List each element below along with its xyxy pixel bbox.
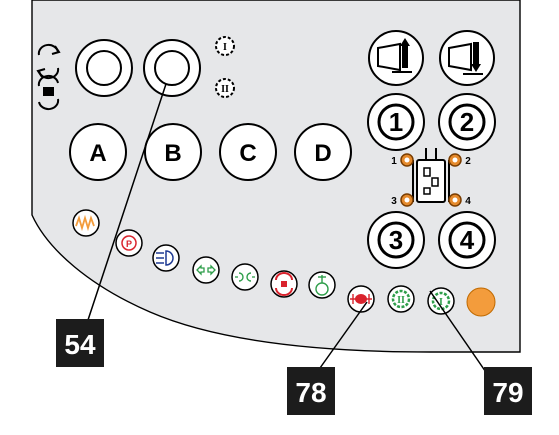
callout-54-label: 54 <box>64 329 96 360</box>
button-1-label: 1 <box>389 107 403 137</box>
button-2-label: 2 <box>460 107 474 137</box>
button-b-label: B <box>164 140 181 167</box>
sensor-2-label: 2 <box>465 156 471 167</box>
button-2[interactable]: 2 <box>439 94 495 150</box>
button-1[interactable]: 1 <box>368 94 424 150</box>
button-c[interactable]: C <box>220 124 276 180</box>
gear-one-icon: I <box>216 37 234 55</box>
callout-54: 54 <box>56 319 104 367</box>
sensor-1-label: 1 <box>391 156 397 167</box>
button-a[interactable]: A <box>70 124 126 180</box>
button-a-label: A <box>89 140 106 167</box>
sensor-4-icon <box>449 194 461 206</box>
range-two-indicator: II <box>388 286 414 312</box>
glow-plug-indicator <box>73 210 99 236</box>
gear-two-label: II <box>221 84 229 95</box>
side-light-indicator <box>232 264 258 290</box>
sensor-4-label: 4 <box>465 196 471 207</box>
button-c-label: C <box>239 140 256 167</box>
parking-brake-indicator: P <box>116 230 142 256</box>
sensor-3-label: 3 <box>391 196 397 207</box>
button-4[interactable]: 4 <box>439 212 495 268</box>
gear-one-label: I <box>223 42 227 53</box>
sensor-3-icon <box>401 194 413 206</box>
callout-78-label: 78 <box>295 377 326 408</box>
button-3[interactable]: 3 <box>368 212 424 268</box>
callout-78: 78 <box>287 367 335 415</box>
sensor-2-icon <box>449 154 461 166</box>
steering-lock-indicator <box>271 271 297 297</box>
button-4-label: 4 <box>460 225 475 255</box>
button-d-label: D <box>314 140 331 167</box>
toggle-button-right[interactable] <box>144 40 200 96</box>
sensor-1-icon <box>401 154 413 166</box>
range-two-label: II <box>397 295 405 306</box>
differential-lock-indicator <box>348 286 374 312</box>
button-b[interactable]: B <box>145 124 201 180</box>
lower-button[interactable] <box>440 31 494 85</box>
svg-text:P: P <box>126 239 132 249</box>
lift-up-button[interactable] <box>369 31 423 85</box>
turn-signal-indicator <box>193 257 219 283</box>
toggle-button-left[interactable] <box>76 40 132 96</box>
pto-indicator <box>309 272 335 298</box>
callout-79: 79 <box>484 367 532 415</box>
warning-indicator <box>467 288 495 316</box>
range-one-indicator: I <box>428 288 454 314</box>
gear-two-icon: II <box>216 79 234 97</box>
button-d[interactable]: D <box>295 124 351 180</box>
high-beam-indicator <box>153 245 179 271</box>
button-3-label: 3 <box>389 225 403 255</box>
callout-79-label: 79 <box>492 377 523 408</box>
